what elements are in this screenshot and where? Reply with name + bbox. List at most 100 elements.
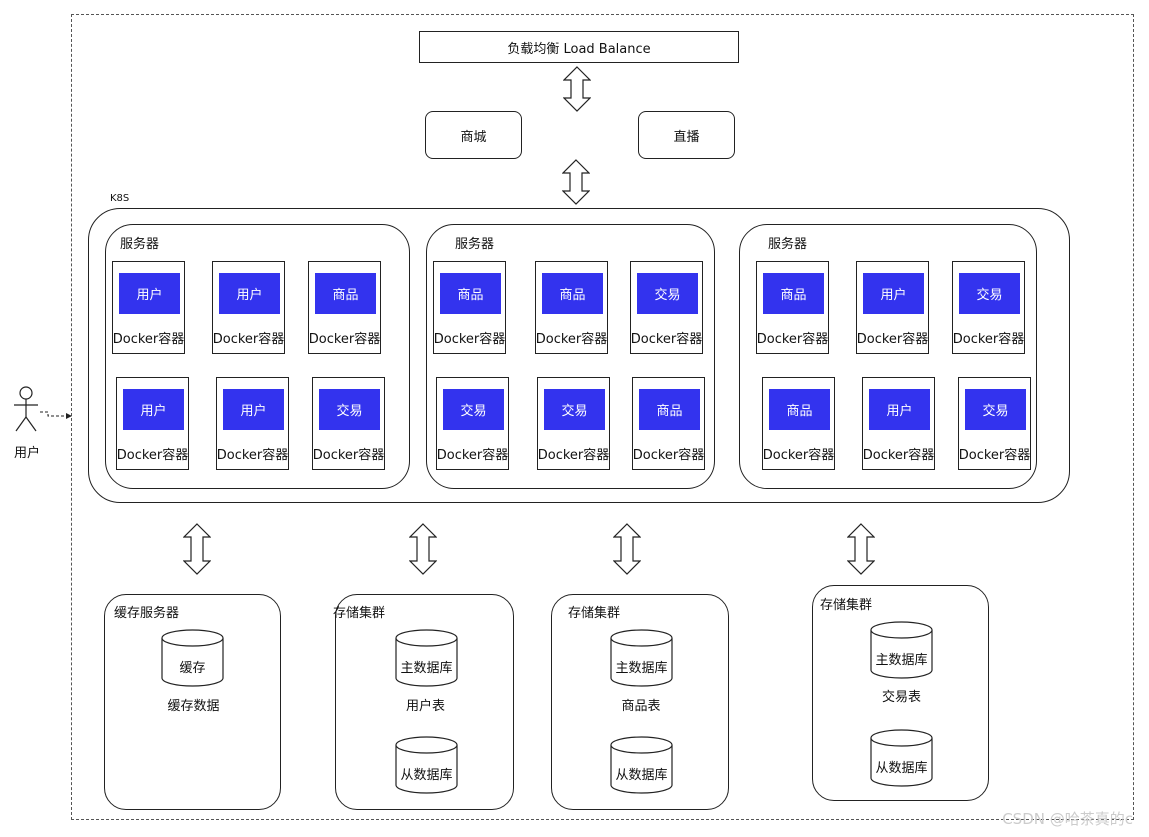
slave-db-label: 从数据库 bbox=[875, 761, 928, 776]
container-label: Docker容器 bbox=[212, 332, 285, 347]
table-caption: 商品表 bbox=[621, 699, 661, 714]
docker-container: 商品 Docker容器 bbox=[535, 261, 608, 354]
k8s-cluster bbox=[88, 208, 1070, 503]
user-actor-icon bbox=[14, 386, 72, 432]
storage-cluster-users: 存储集群 主数据库 用户表 从数据库 bbox=[333, 594, 514, 810]
cache-database-icon: 缓存 bbox=[161, 629, 224, 687]
container-label: Docker容器 bbox=[862, 448, 935, 463]
server-1: 服务器 用户 Docker容器 用户 Docker容器 商品 Docker容器 用户 D… bbox=[105, 224, 410, 489]
container-label: Docker容器 bbox=[756, 332, 829, 347]
double-arrow-icon bbox=[563, 66, 591, 112]
slave-db-label: 从数据库 bbox=[615, 768, 668, 783]
service-tag: 交易 bbox=[965, 389, 1026, 430]
double-arrow-icon bbox=[409, 523, 437, 575]
master-db-label: 主数据库 bbox=[875, 653, 928, 668]
service-tag: 商品 bbox=[315, 273, 376, 314]
service-tag: 商品 bbox=[440, 273, 501, 314]
master-database-icon: 主数据库 bbox=[870, 621, 933, 679]
mall-label: 商城 bbox=[460, 129, 487, 145]
cache-db-label: 缓存 bbox=[179, 661, 206, 676]
load-balancer-box: 负载均衡 Load Balance bbox=[419, 31, 739, 63]
container-label: Docker容器 bbox=[762, 448, 835, 463]
master-db-label: 主数据库 bbox=[400, 661, 453, 676]
system-boundary bbox=[71, 14, 1134, 820]
docker-container: 交易 Docker容器 bbox=[952, 261, 1025, 354]
mall-node: 商城 bbox=[425, 111, 522, 159]
double-arrow-icon bbox=[562, 159, 590, 205]
master-database-icon: 主数据库 bbox=[395, 629, 458, 687]
docker-container: 交易 Docker容器 bbox=[958, 377, 1031, 470]
service-tag: 交易 bbox=[637, 273, 698, 314]
service-tag: 商品 bbox=[769, 389, 830, 430]
docker-container: 交易 Docker容器 bbox=[630, 261, 703, 354]
container-label: Docker容器 bbox=[433, 332, 506, 347]
server-label: 服务器 bbox=[120, 237, 160, 252]
docker-container: 交易 Docker容器 bbox=[312, 377, 385, 470]
service-tag: 用户 bbox=[119, 273, 180, 314]
docker-container: 商品 Docker容器 bbox=[762, 377, 835, 470]
service-tag: 用户 bbox=[863, 273, 924, 314]
storage-cluster-label: 存储集群 bbox=[568, 606, 621, 621]
double-arrow-icon bbox=[847, 523, 875, 575]
docker-container: 商品 Docker容器 bbox=[632, 377, 705, 470]
docker-container: 用户 Docker容器 bbox=[112, 261, 185, 354]
docker-container: 用户 Docker容器 bbox=[862, 377, 935, 470]
double-arrow-icon bbox=[613, 523, 641, 575]
container-label: Docker容器 bbox=[856, 332, 929, 347]
container-label: Docker容器 bbox=[537, 448, 610, 463]
live-node: 直播 bbox=[638, 111, 735, 159]
slave-database-icon: 从数据库 bbox=[610, 736, 673, 794]
live-label: 直播 bbox=[673, 129, 700, 145]
service-tag: 交易 bbox=[959, 273, 1020, 314]
container-label: Docker容器 bbox=[312, 448, 385, 463]
service-tag: 交易 bbox=[319, 389, 380, 430]
master-database-icon: 主数据库 bbox=[610, 629, 673, 687]
user-label: 用户 bbox=[14, 446, 41, 461]
cache-server-label: 缓存服务器 bbox=[114, 606, 180, 621]
server-2: 服务器 商品 Docker容器 商品 Docker容器 交易 Docker容器 交易 D… bbox=[426, 224, 715, 489]
watermark: CSDN @哈茶真的c bbox=[1002, 810, 1133, 828]
storage-cluster-label: 存储集群 bbox=[820, 598, 873, 613]
container-label: Docker容器 bbox=[116, 448, 189, 463]
table-caption: 交易表 bbox=[881, 690, 921, 705]
docker-container: 商品 Docker容器 bbox=[308, 261, 381, 354]
container-label: Docker容器 bbox=[308, 332, 381, 347]
docker-container: 交易 Docker容器 bbox=[537, 377, 610, 470]
slave-database-icon: 从数据库 bbox=[870, 729, 933, 787]
service-tag: 用户 bbox=[123, 389, 184, 430]
container-label: Docker容器 bbox=[952, 332, 1025, 347]
load-balancer-label: 负载均衡 Load Balance bbox=[507, 41, 651, 57]
master-db-label: 主数据库 bbox=[615, 661, 668, 676]
storage-cluster-products: 存储集群 主数据库 商品表 从数据库 bbox=[551, 594, 729, 810]
slave-db-label: 从数据库 bbox=[400, 768, 453, 783]
container-label: Docker容器 bbox=[630, 332, 703, 347]
service-tag: 商品 bbox=[639, 389, 700, 430]
server-label: 服务器 bbox=[455, 237, 495, 252]
storage-cluster-trades: 存储集群 主数据库 交易表 从数据库 bbox=[812, 585, 989, 801]
container-label: Docker容器 bbox=[535, 332, 608, 347]
docker-container: 交易 Docker容器 bbox=[436, 377, 509, 470]
docker-container: 用户 Docker容器 bbox=[116, 377, 189, 470]
docker-container: 用户 Docker容器 bbox=[212, 261, 285, 354]
service-tag: 用户 bbox=[223, 389, 284, 430]
slave-database-icon: 从数据库 bbox=[395, 736, 458, 794]
service-tag: 交易 bbox=[443, 389, 504, 430]
service-tag: 用户 bbox=[219, 273, 280, 314]
docker-container: 用户 Docker容器 bbox=[856, 261, 929, 354]
container-label: Docker容器 bbox=[216, 448, 289, 463]
double-arrow-icon bbox=[183, 523, 211, 575]
container-label: Docker容器 bbox=[112, 332, 185, 347]
cache-server: 缓存服务器 缓存 缓存数据 bbox=[104, 594, 281, 810]
container-label: Docker容器 bbox=[436, 448, 509, 463]
service-tag: 用户 bbox=[869, 389, 930, 430]
service-tag: 交易 bbox=[544, 389, 605, 430]
storage-cluster-label: 存储集群 bbox=[333, 606, 386, 621]
service-tag: 商品 bbox=[542, 273, 603, 314]
docker-container: 商品 Docker容器 bbox=[433, 261, 506, 354]
server-label: 服务器 bbox=[768, 237, 808, 252]
container-label: Docker容器 bbox=[958, 448, 1031, 463]
container-label: Docker容器 bbox=[632, 448, 705, 463]
k8s-label: K8S bbox=[110, 193, 130, 204]
